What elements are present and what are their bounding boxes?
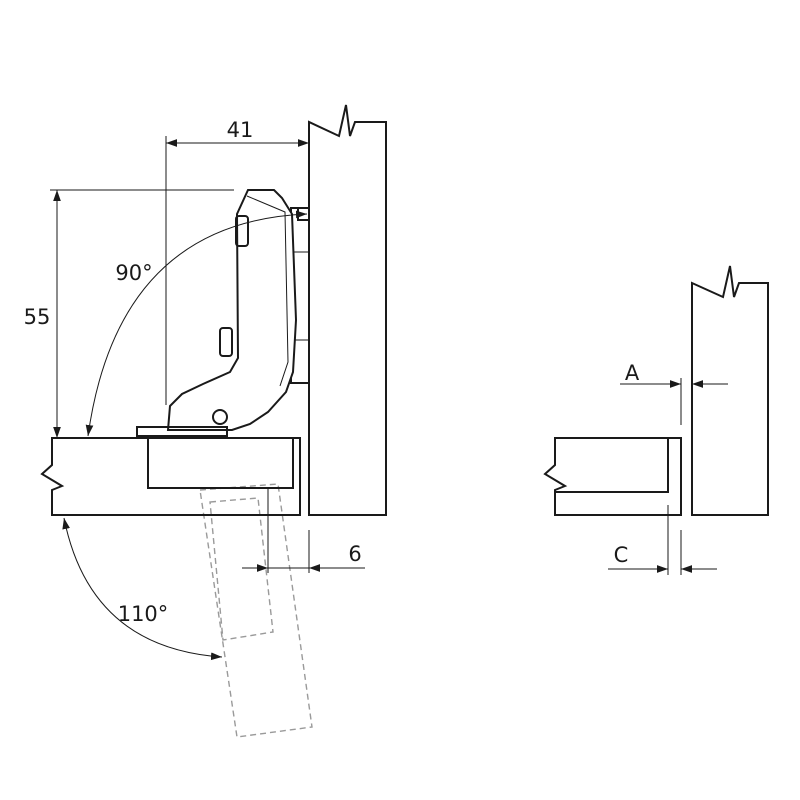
open-door-phantom: [199, 483, 313, 738]
hinge-cup-recess: [147, 437, 294, 489]
dimension-c: C: [608, 505, 717, 575]
param-label-a: A: [625, 361, 640, 385]
dimension-41: 41: [165, 118, 309, 405]
dim-label-55: 55: [24, 305, 51, 329]
door-panel: [40, 437, 301, 516]
hinge-arm: [166, 189, 298, 431]
detail-side-panel: [691, 265, 769, 516]
dimension-a: A: [620, 361, 728, 425]
angle-90-arc: 90°: [85, 210, 308, 437]
dim-label-41: 41: [227, 118, 254, 142]
dimension-6: 6: [242, 488, 365, 573]
detail-door-panel: [543, 437, 682, 516]
dim-label-6: 6: [348, 542, 361, 566]
angle-110-arc: 110°: [62, 517, 223, 661]
cabinet-side-panel: [308, 104, 387, 516]
angle-label-110: 110°: [118, 602, 169, 626]
angle-label-90: 90°: [115, 261, 152, 285]
dimension-55: 55: [24, 189, 234, 438]
param-label-c: C: [614, 543, 629, 567]
